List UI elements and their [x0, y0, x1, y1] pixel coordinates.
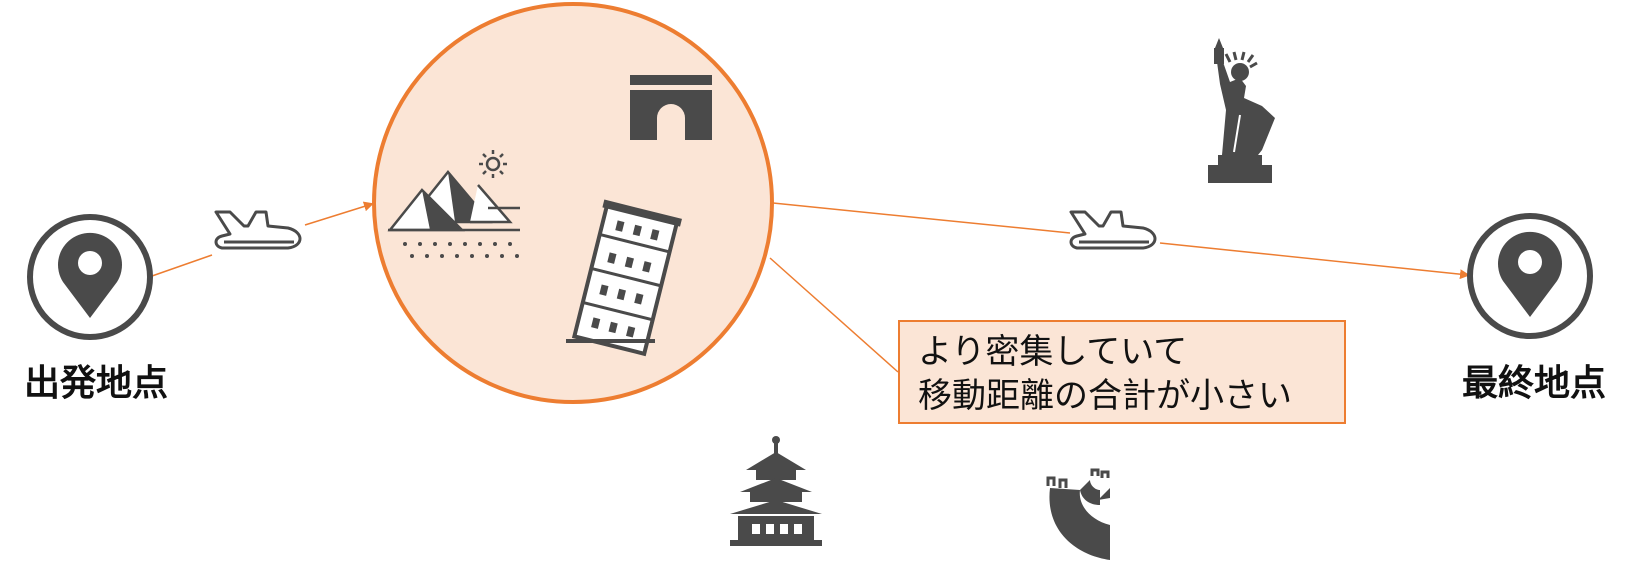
airplane-icon — [1069, 210, 1157, 250]
callout-line-1: より密集していて — [918, 332, 1188, 372]
end-label: 最終地点 — [1462, 363, 1607, 404]
end-map-pin-icon — [1467, 213, 1593, 339]
callout-leader-line — [769, 257, 899, 373]
start-to-cluster-arrow — [304, 201, 374, 226]
callout-line-2: 移動距離の合計が小さい — [918, 376, 1292, 416]
desert-sand-dots — [403, 242, 519, 258]
cluster-to-end-arrow — [1159, 242, 1470, 280]
start-to-cluster-line-a — [151, 254, 213, 277]
airplane-icon — [214, 210, 302, 250]
statue-of-liberty-icon — [1208, 38, 1275, 183]
pyramids-icon — [387, 150, 520, 232]
start-map-pin-icon — [27, 214, 153, 340]
leaning-tower-of-pisa-icon — [571, 199, 682, 357]
temple-of-heaven-icon — [730, 436, 822, 546]
arc-de-triomphe-icon — [630, 75, 712, 140]
callout-box: より密集していて 移動距離の合計が小さい — [898, 320, 1346, 424]
great-wall-icon — [1046, 468, 1110, 560]
start-label: 出発地点 — [24, 363, 169, 404]
cluster-to-end-line-a — [772, 202, 1071, 234]
